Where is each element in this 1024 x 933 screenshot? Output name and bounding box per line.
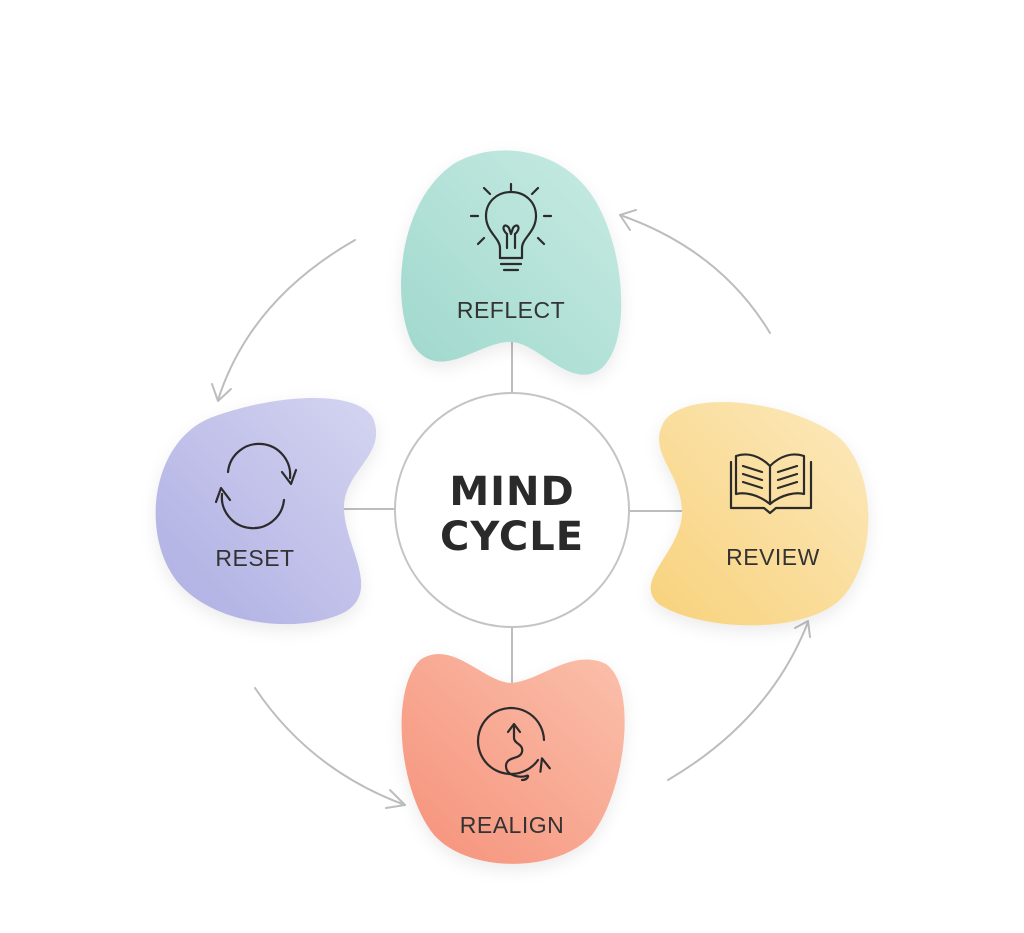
review-label: REVIEW xyxy=(726,544,820,570)
cycle-arrow-reflect-to-reset xyxy=(211,239,356,402)
reset-blob xyxy=(155,398,377,625)
title-line-2: CYCLE xyxy=(440,514,584,560)
cycle-arrow-realign-to-review xyxy=(667,620,811,781)
winding-path-cycle-icon xyxy=(476,706,551,782)
open-book-icon xyxy=(729,453,813,515)
refresh-cycle-icon xyxy=(214,442,298,530)
review-blob xyxy=(650,402,869,626)
reflect-label: REFLECT xyxy=(457,297,565,323)
reflect-blob xyxy=(400,150,622,375)
center-circle xyxy=(394,392,630,628)
lightbulb-icon xyxy=(469,182,553,272)
cycle-arrow-reset-to-realign xyxy=(254,687,406,809)
reset-label: RESET xyxy=(215,545,294,571)
title-line-1: MIND xyxy=(449,469,574,515)
cycle-arrow-review-to-reflect xyxy=(619,209,771,334)
realign-label: REALIGN xyxy=(460,812,564,838)
